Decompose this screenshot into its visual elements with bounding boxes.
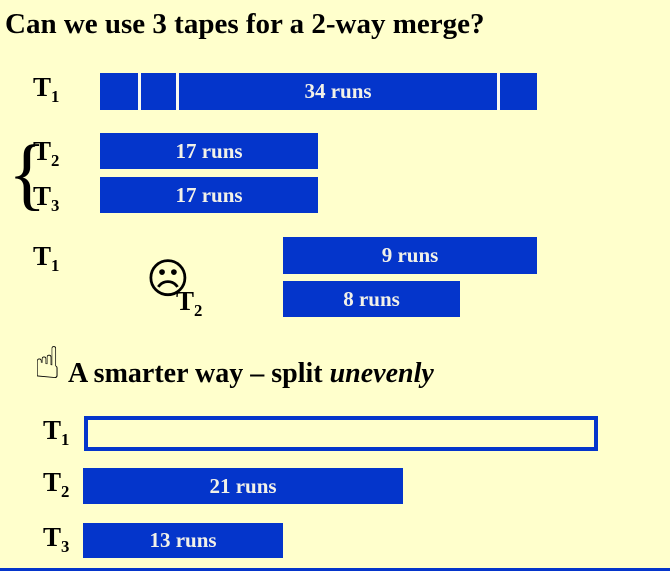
tape-label-t2-bottom: T2	[43, 467, 69, 500]
segment-divider	[176, 73, 179, 110]
tape-number: 2	[51, 150, 60, 170]
bar-segment-main: 34 runs	[179, 73, 497, 110]
tape-label-t3-top: T3	[33, 181, 59, 214]
bar-run-count: 17 runs	[175, 138, 243, 163]
run-bar-t1-9runs: 9 runs	[283, 237, 537, 274]
tape-letter: T	[43, 467, 62, 497]
bar-run-count: 17 runs	[175, 182, 243, 207]
slide-bottom-edge	[0, 568, 670, 571]
grouping-brace: {	[8, 130, 47, 218]
sad-face-icon: ☹	[146, 254, 190, 303]
tape-number: 3	[51, 195, 60, 215]
run-bar-t2-8runs: 8 runs	[283, 281, 460, 317]
tape-number: 2	[194, 300, 203, 320]
tape-letter: T	[33, 181, 52, 211]
tape-label-t1-middle: T1	[33, 241, 59, 274]
tape-label-t3-bottom: T3	[43, 522, 69, 555]
empty-run-bar-t1	[84, 416, 598, 451]
tape-number: 3	[61, 536, 70, 556]
tape-number: 2	[61, 481, 70, 501]
run-bar-t1-34runs: 34 runs	[100, 73, 537, 110]
tape-number: 1	[61, 429, 70, 449]
tape-letter: T	[33, 241, 52, 271]
tape-label-t1-bottom: T1	[43, 415, 69, 448]
tape-number: 1	[51, 255, 60, 275]
bar-segment	[100, 73, 138, 110]
bar-segment	[141, 73, 176, 110]
callout-text: A smarter way – split unevenly	[68, 358, 434, 390]
run-bar-t3-13runs: 13 runs	[83, 523, 283, 558]
pointing-hand-icon: ☝	[34, 338, 61, 389]
bar-run-count: 34 runs	[304, 79, 372, 103]
tape-label-t1-top: T1	[33, 72, 59, 105]
run-bar-t2-21runs: 21 runs	[83, 468, 403, 504]
tape-number: 1	[51, 86, 60, 106]
callout-text-emphasis: unevenly	[329, 358, 434, 389]
segment-divider	[497, 73, 500, 110]
segment-divider	[138, 73, 141, 110]
bar-run-count: 8 runs	[343, 286, 400, 311]
callout-text-plain: A smarter way – split	[68, 358, 330, 389]
tape-label-t2-middle: T2	[176, 286, 202, 319]
run-bar-t2-17runs: 17 runs	[100, 133, 318, 169]
bar-segment	[500, 73, 537, 110]
tape-letter: T	[43, 415, 62, 445]
tape-letter: T	[43, 522, 62, 552]
run-bar-t3-17runs: 17 runs	[100, 177, 318, 213]
tape-label-t2-top: T2	[33, 136, 59, 169]
bar-run-count: 13 runs	[149, 528, 217, 552]
slide-title: Can we use 3 tapes for a 2-way merge?	[5, 8, 485, 40]
tape-letter: T	[176, 286, 195, 316]
bar-run-count: 21 runs	[209, 473, 277, 498]
tape-letter: T	[33, 136, 52, 166]
bar-run-count: 9 runs	[381, 243, 439, 267]
tape-letter: T	[33, 72, 52, 102]
